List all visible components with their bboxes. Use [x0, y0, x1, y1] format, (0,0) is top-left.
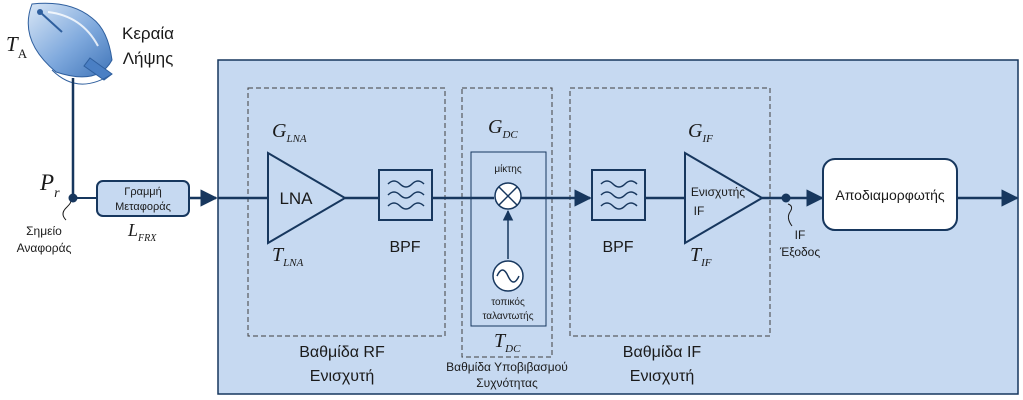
if-bpf-label: BPF [602, 239, 633, 256]
downconverter-box [470, 151, 547, 327]
if-stage-caption-line2: Ενισχυτή [630, 368, 694, 385]
lna-temperature: TLNA [272, 244, 304, 269]
reference-point-label-line2: Αναφοράς [17, 241, 72, 255]
lna-label: LNA [279, 189, 313, 208]
downconverter-temperature: TDC [494, 330, 521, 355]
if-output-pointer [787, 203, 793, 227]
if-temperature: TIF [690, 244, 712, 269]
lna-amplifier [267, 151, 347, 245]
demodulator-label: Αποδιαμορφωτής [835, 187, 945, 203]
transmission-line-label-line1: Γραμμή [124, 186, 161, 198]
lna-gain: GLNA [272, 120, 307, 145]
transmission-line-loss: LFRX [127, 220, 157, 244]
antenna-label-line2: Λήψης [123, 49, 174, 68]
rf-bpf-label: BPF [389, 239, 420, 256]
rf-stage-caption-line2: Ενισχυτή [310, 368, 374, 385]
local-oscillator-label-line1: τοπικός [491, 296, 525, 308]
if-gain: GIF [688, 120, 713, 145]
mixer-label: μίκτης [494, 163, 521, 175]
antenna-label-line1: Κεραία [122, 24, 174, 43]
antenna-temperature: TA [6, 32, 28, 61]
if-stage-caption-line1: Βαθμίδα IF [623, 344, 702, 361]
rf-stage-box [247, 87, 446, 337]
received-power: Pr [39, 170, 60, 201]
reference-pointer [62, 201, 71, 221]
downconverter-caption-line2: Συχνότητας [476, 376, 538, 390]
if-stage-box [569, 87, 771, 337]
transmission-line-label-line2: Μεταφοράς [115, 201, 171, 213]
downconverter-gain: GDC [488, 116, 518, 141]
rf-stage-caption-line1: Βαθμίδα RF [299, 344, 385, 361]
mixer-icon [494, 182, 522, 210]
if-amp-label-line1: Ενισχυτής [691, 185, 745, 199]
if-output-label-line1: IF [795, 228, 806, 242]
demodulator-box [822, 158, 958, 231]
if-output-label-line2: Έξοδος [779, 245, 820, 259]
local-oscillator-label-line2: ταλαντωτής [482, 310, 533, 322]
local-oscillator-icon [492, 260, 524, 292]
antenna-dish-icon [27, 2, 113, 85]
reference-point-label-line1: Σημείο [26, 224, 62, 238]
reference-point-dot [68, 193, 78, 203]
if-bandpass-filter [591, 169, 646, 221]
downconverter-caption-line1: Βαθμίδα Υποβιβασμού [446, 360, 568, 374]
if-output-dot [781, 193, 791, 203]
if-amplifier [684, 151, 764, 245]
if-amp-label-line2: IF [694, 204, 705, 218]
downconverter-stage-box [461, 87, 553, 358]
rf-bandpass-filter [378, 169, 433, 221]
